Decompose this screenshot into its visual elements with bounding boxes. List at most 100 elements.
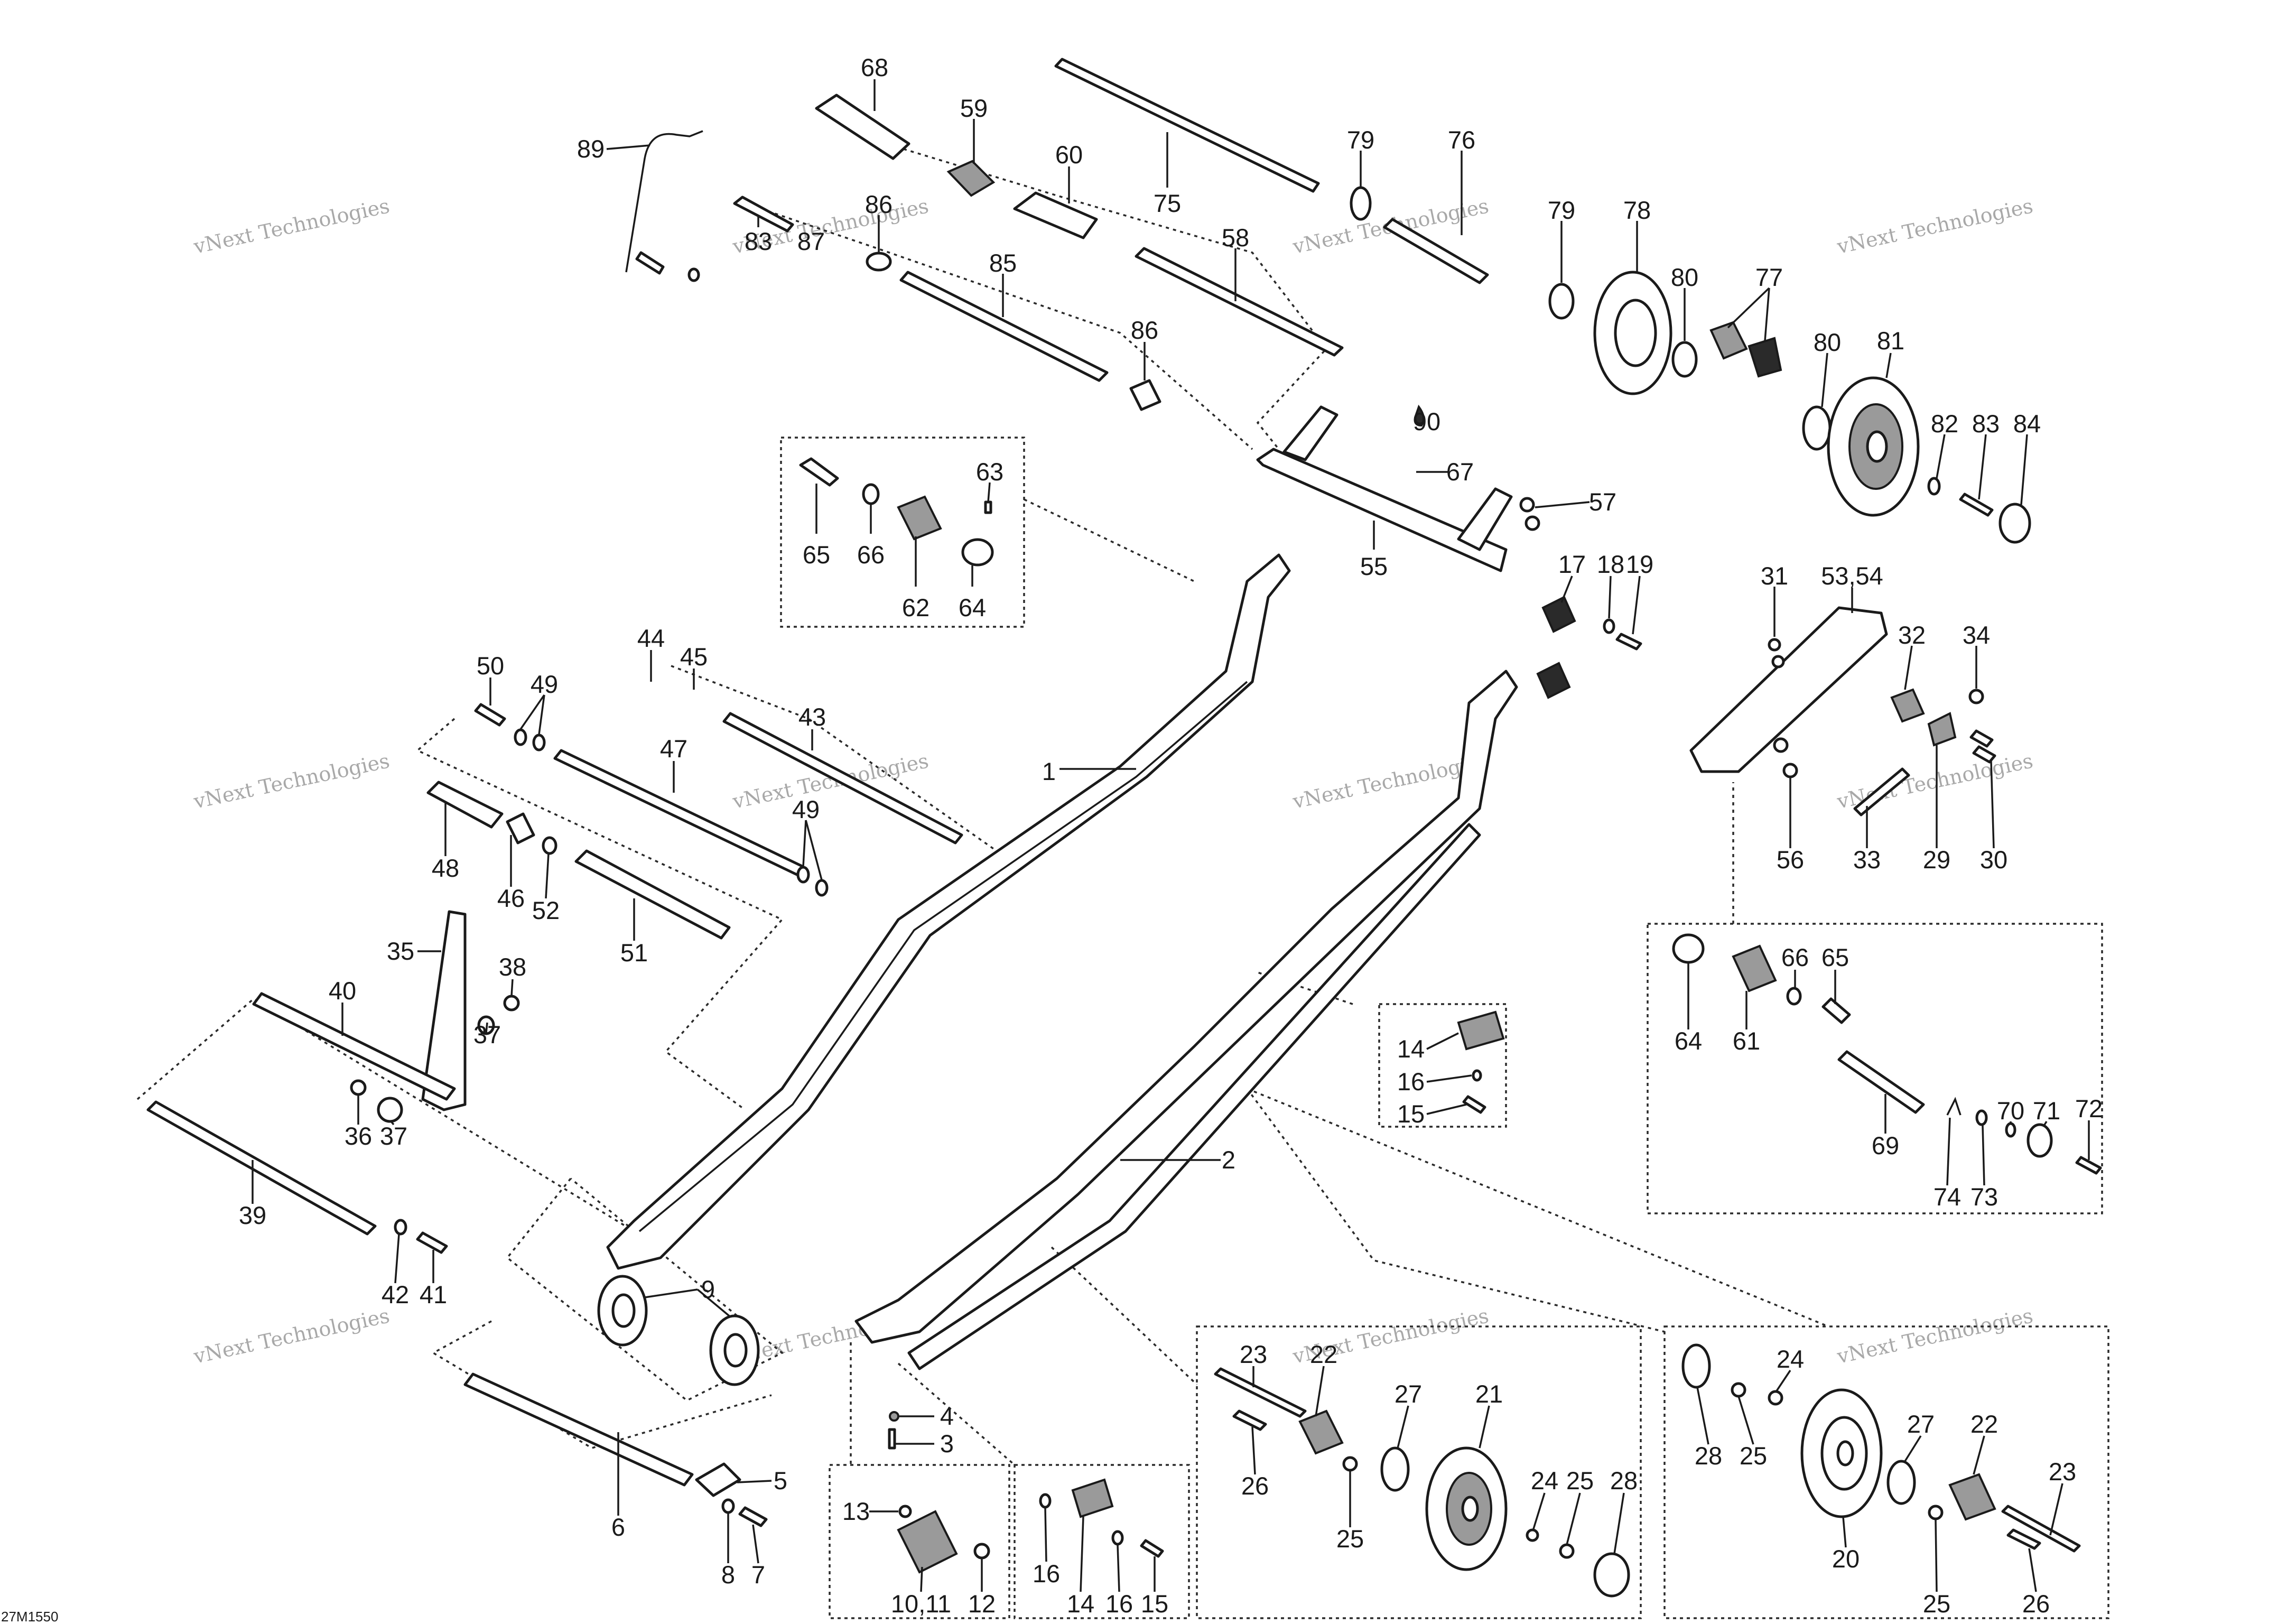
- detail-14b-parts: [1039, 1478, 1164, 1558]
- arm-35: [421, 910, 467, 1111]
- nut-57b: [1525, 515, 1540, 531]
- nut-25d: [1928, 1505, 1944, 1520]
- detail-21-parts: [1214, 1367, 1630, 1598]
- callout-56: 56: [1777, 846, 1804, 874]
- callout-37: 37: [380, 1122, 407, 1150]
- detail-box-10: [829, 1464, 1010, 1619]
- bearing-17: [1541, 596, 1576, 633]
- bracket-32: [1890, 688, 1925, 723]
- shaft-76: [1383, 218, 1489, 284]
- detail-61-parts: [1672, 933, 2102, 1175]
- wheel-9b-hub: [723, 1333, 748, 1368]
- callout-40: 40: [329, 977, 356, 1005]
- callout-62: 62: [902, 593, 929, 621]
- spacer-27a: [1380, 1446, 1410, 1492]
- cap-84: [1998, 503, 2031, 544]
- rail-1-body: [606, 553, 1291, 1270]
- bolt-56a: [1773, 737, 1789, 753]
- callout-31: 31: [1761, 562, 1788, 590]
- callout-26: 26: [2022, 1590, 2050, 1618]
- callout-21: 21: [1475, 1380, 1503, 1408]
- callout-3: 3: [940, 1430, 954, 1458]
- callout-61: 61: [1733, 1027, 1760, 1055]
- spring-89: [625, 130, 703, 273]
- callout-1: 1: [1042, 757, 1056, 785]
- shaft-75: [1054, 58, 1320, 193]
- nut-31b: [1771, 655, 1785, 669]
- bolt-56b: [1782, 763, 1798, 778]
- callout-27: 27: [1907, 1410, 1935, 1438]
- shaft-51: [574, 849, 731, 940]
- callout-25: 25: [1923, 1590, 1950, 1618]
- callout-6: 6: [611, 1513, 625, 1541]
- washer-70: [2005, 1122, 2016, 1138]
- watermark-line2: vNext Technologies: [1835, 1304, 2035, 1368]
- sleeve-48: [426, 781, 504, 829]
- callout-23: 23: [2049, 1458, 2076, 1486]
- shaft-58: [1135, 247, 1344, 357]
- bolt-44: [635, 251, 665, 275]
- bolt-19: [1615, 633, 1642, 651]
- callout-50: 50: [477, 652, 504, 680]
- callout-89: 89: [577, 135, 605, 163]
- callout-13: 13: [842, 1497, 870, 1525]
- pin-63: [984, 500, 992, 514]
- callout-65: 65: [1821, 943, 1849, 971]
- washer-49c: [796, 866, 810, 884]
- rail-1: [606, 553, 1291, 1270]
- callout-10-11: 10,11: [891, 1590, 951, 1618]
- nut-25c: [1342, 1456, 1358, 1472]
- callout-66: 66: [857, 541, 885, 569]
- bearing-22b: [1948, 1473, 1996, 1521]
- shaft-55: [1256, 448, 1508, 572]
- callout-76: 76: [1448, 126, 1475, 154]
- watermark-line2: vNext Technologies: [1835, 194, 2035, 258]
- callout-60: 60: [1055, 141, 1083, 169]
- bolt-69: [1837, 1050, 1925, 1114]
- callout-85: 85: [989, 249, 1017, 277]
- callout-77: 77: [1755, 263, 1783, 291]
- washer-37b: [377, 1097, 403, 1123]
- callout-45: 45: [680, 643, 708, 671]
- shaft-39: [146, 1100, 377, 1236]
- block-14b: [1071, 1478, 1114, 1518]
- bracket-10-11: [897, 1510, 958, 1574]
- detail-62-parts: [799, 457, 994, 567]
- callout-64: 64: [1675, 1027, 1702, 1055]
- upper-parts: [625, 58, 2031, 572]
- bolt-83b: [1959, 493, 1994, 517]
- washer-42: [394, 1219, 407, 1236]
- callout-53-54: 53,54: [1821, 562, 1883, 590]
- washer-45: [687, 267, 700, 282]
- callout-5: 5: [774, 1467, 787, 1495]
- callout-20: 20: [1832, 1545, 1860, 1573]
- cap-28b: [1593, 1552, 1630, 1598]
- callout-23: 23: [1240, 1340, 1267, 1368]
- bolt-30a: [1969, 729, 1994, 748]
- nut-25a: [1731, 1382, 1746, 1398]
- callout-28: 28: [1610, 1467, 1638, 1495]
- callout-57: 57: [1589, 488, 1616, 516]
- callout-38: 38: [499, 953, 526, 981]
- callout-16: 16: [1105, 1590, 1133, 1618]
- callout-28: 28: [1695, 1442, 1722, 1470]
- callout-84: 84: [2013, 410, 2041, 438]
- detail-boxes: [780, 437, 2109, 1619]
- washer-82: [1927, 477, 1941, 496]
- callout-36: 36: [345, 1122, 372, 1150]
- sleeve-64a: [961, 538, 994, 567]
- callout-27: 27: [1395, 1380, 1422, 1408]
- callout-72: 72: [2075, 1094, 2103, 1122]
- washer-79a: [1350, 186, 1372, 221]
- wheel-71: [2027, 1123, 2053, 1158]
- callout-63: 63: [976, 458, 1003, 486]
- callout-42: 42: [382, 1280, 409, 1309]
- nut-25b: [1559, 1543, 1575, 1559]
- bracket-29: [1927, 712, 1957, 747]
- bolt-72: [2075, 1156, 2102, 1175]
- callout-52: 52: [532, 896, 560, 924]
- callout-43: 43: [798, 703, 826, 731]
- nut-13: [898, 1505, 912, 1518]
- rail-2-slide: [907, 823, 1481, 1370]
- nut-57a: [1519, 497, 1535, 513]
